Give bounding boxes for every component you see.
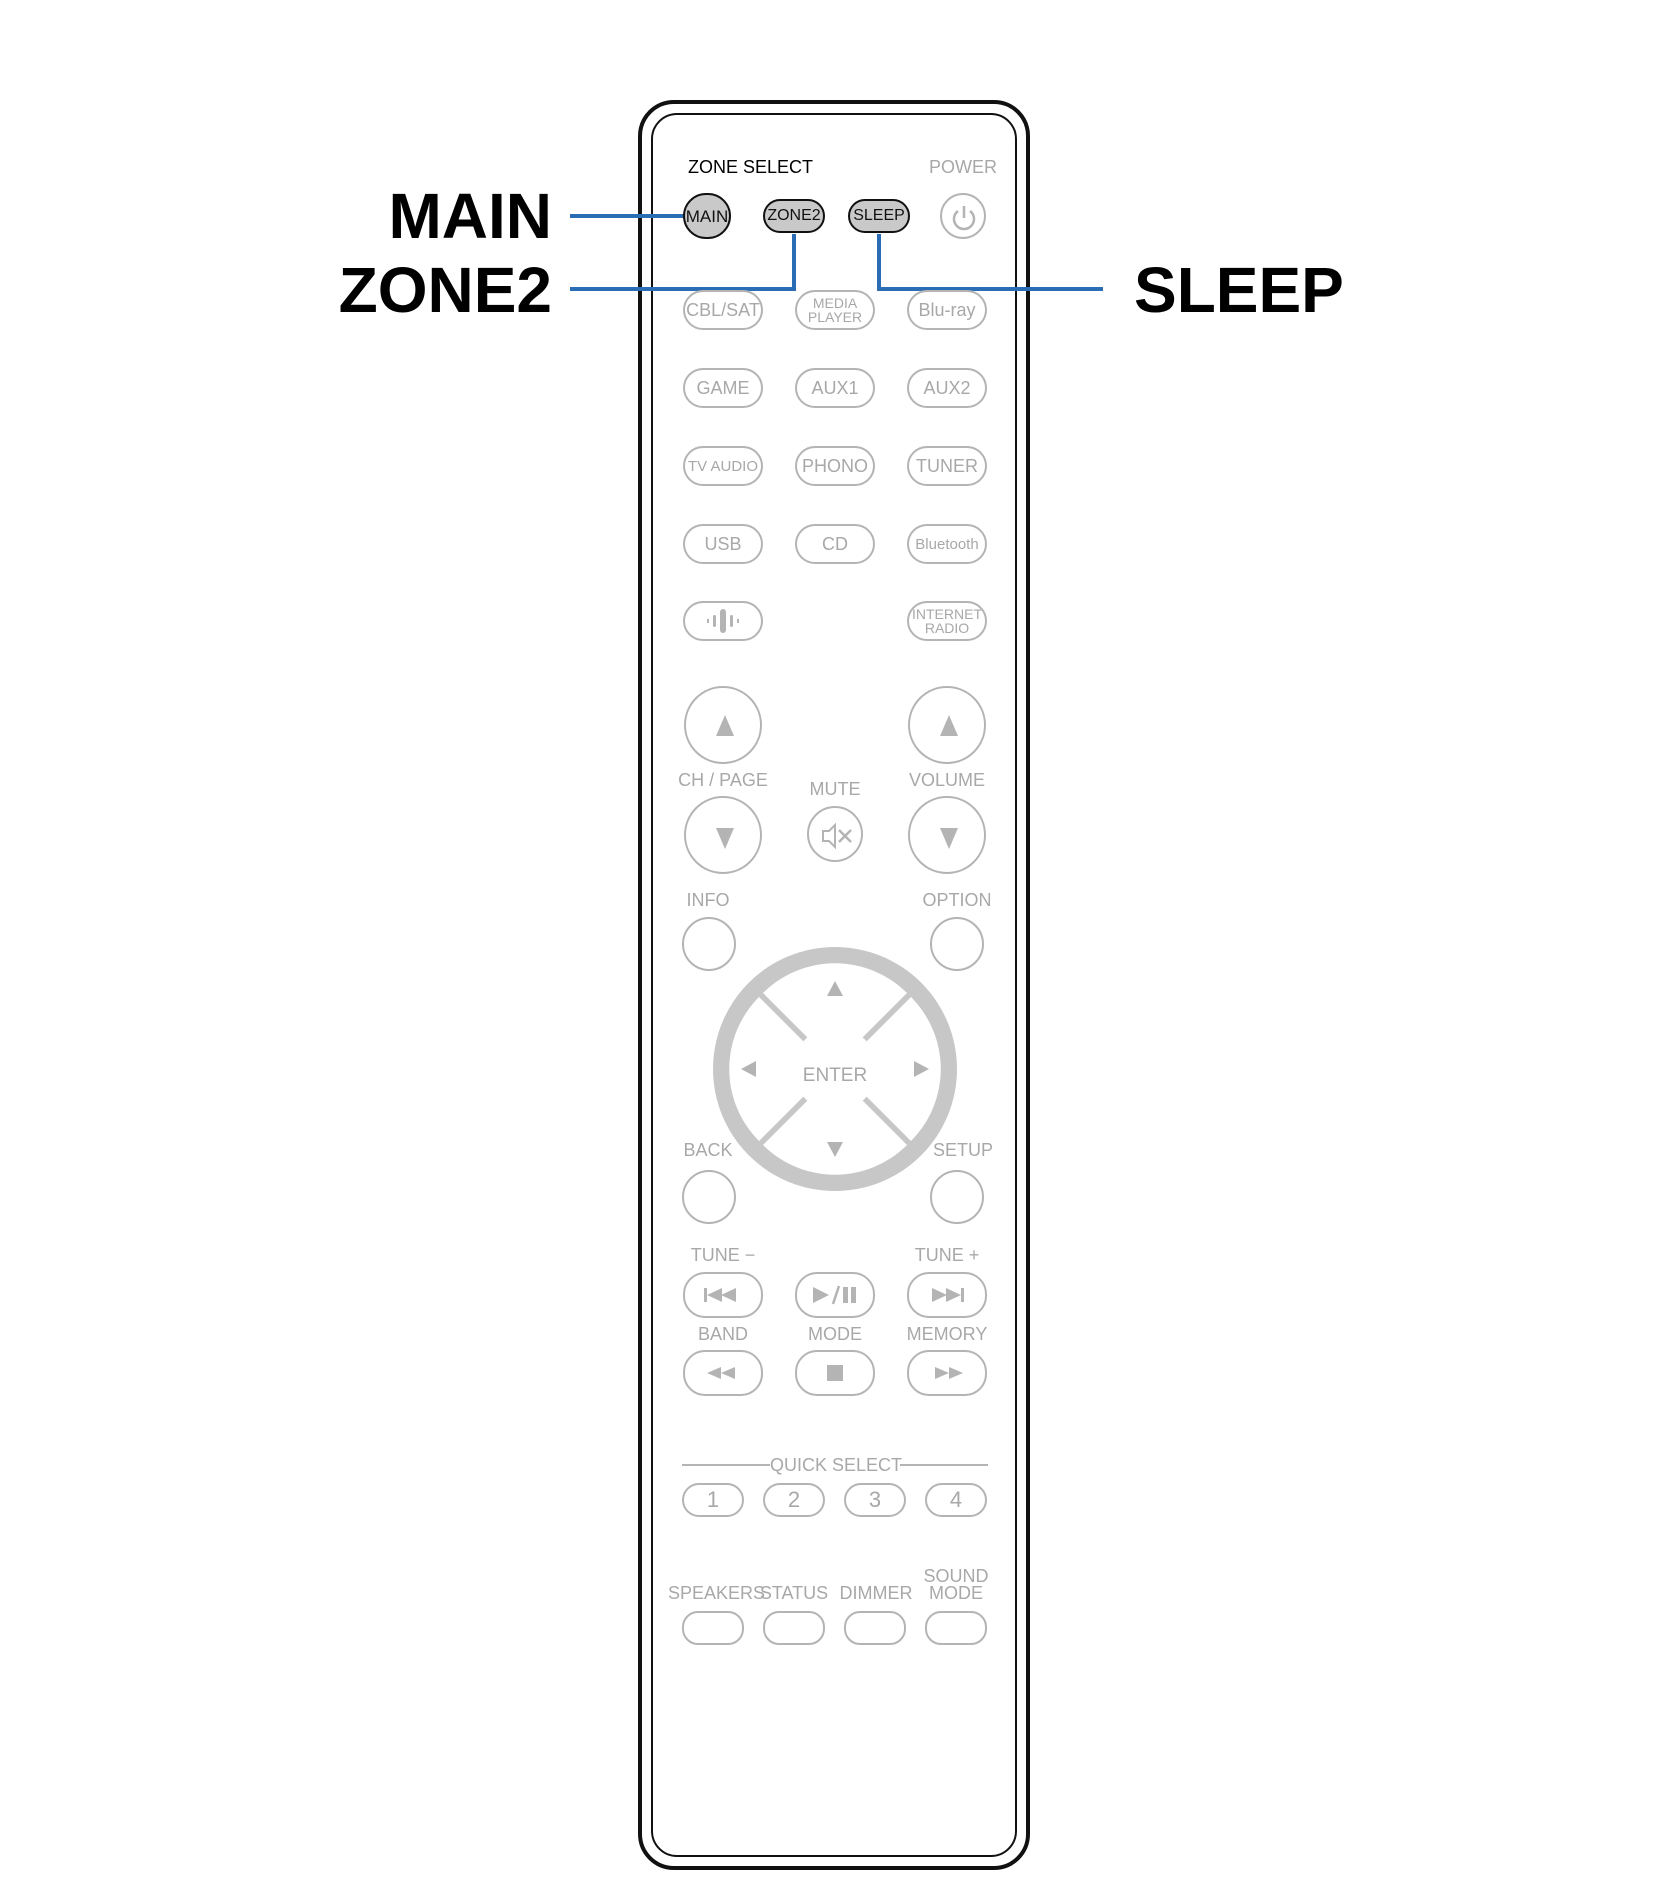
band-label: BAND (697, 1324, 748, 1344)
up-arrow-icon (940, 715, 958, 736)
cbl-sat-button[interactable]: CBL/SAT (683, 290, 763, 330)
enter-button[interactable]: ENTER (802, 1065, 868, 1086)
tune-plus-label: TUNE + (914, 1245, 980, 1265)
skip-forward-icon (932, 1288, 964, 1302)
down-arrow-icon (716, 828, 734, 849)
callout-zone2: ZONE2 (338, 254, 552, 326)
callout-line-zone2-v (792, 234, 796, 291)
status-button[interactable] (763, 1611, 825, 1645)
cd-button[interactable]: CD (795, 524, 875, 564)
usb-button[interactable]: USB (683, 524, 763, 564)
bluray-button[interactable]: Blu-ray (907, 290, 987, 330)
left-arrow-icon (741, 1061, 756, 1077)
heos-icon (707, 609, 739, 633)
power-button[interactable] (940, 193, 986, 239)
down-arrow-icon (940, 828, 958, 849)
setup-button[interactable] (930, 1170, 984, 1224)
main-button[interactable]: MAIN (683, 193, 731, 239)
dpad (713, 947, 957, 1191)
quick-select-label: QUICK SELECT (770, 1455, 903, 1475)
quick-select-rule-left (682, 1464, 770, 1466)
callout-line-sleep-h (877, 287, 1103, 291)
aux1-button[interactable]: AUX1 (795, 368, 875, 408)
quick-select-3-button[interactable]: 3 (844, 1483, 906, 1517)
quick-select-rule-right (900, 1464, 988, 1466)
play-pause-button[interactable] (795, 1272, 875, 1318)
rewind-icon (707, 1367, 735, 1379)
sound-mode-button[interactable] (925, 1611, 987, 1645)
status-label: STATUS (759, 1583, 829, 1603)
up-arrow-icon (827, 981, 843, 996)
tuner-button[interactable]: TUNER (907, 446, 987, 486)
fast-forward-icon (935, 1367, 963, 1379)
stop-button[interactable] (795, 1350, 875, 1396)
back-button[interactable] (682, 1170, 736, 1224)
mute-icon (822, 822, 852, 850)
sleep-button[interactable]: SLEEP (848, 199, 910, 233)
fast-forward-button[interactable] (907, 1350, 987, 1396)
dimmer-label: DIMMER (839, 1583, 913, 1603)
option-button[interactable] (930, 917, 984, 971)
callout-sleep: SLEEP (1134, 254, 1344, 326)
zone-select-label: ZONE SELECT (688, 157, 814, 177)
volume-label: VOLUME (908, 770, 986, 790)
sound-mode-label-line1: SOUND (923, 1566, 989, 1586)
play-pause-icon (813, 1285, 856, 1305)
remote-inner-border (651, 113, 1017, 1857)
zone2-button[interactable]: ZONE2 (763, 199, 825, 233)
power-icon (952, 206, 976, 231)
up-arrow-icon (716, 715, 734, 736)
speakers-label: SPEAKERS (668, 1583, 766, 1603)
tv-audio-button[interactable]: TV AUDIO (683, 446, 763, 486)
heos-button[interactable] (683, 601, 763, 641)
power-label: POWER (928, 157, 997, 177)
dimmer-button[interactable] (844, 1611, 906, 1645)
mute-label: MUTE (809, 779, 861, 799)
internet-radio-line1: INTERNET (912, 606, 982, 622)
callout-line-sleep-v (877, 234, 881, 291)
volume-up-button[interactable] (908, 686, 986, 764)
internet-radio-line2: RADIO (924, 620, 970, 636)
callout-line-main (570, 214, 690, 218)
ch-page-up-button[interactable] (684, 686, 762, 764)
media-player-line1: MEDIA (812, 295, 858, 311)
media-player-line2: PLAYER (807, 309, 863, 325)
speakers-button[interactable] (682, 1611, 744, 1645)
mute-button[interactable] (807, 806, 863, 862)
ch-page-label: CH / PAGE (678, 770, 768, 790)
media-player-button[interactable]: MEDIA PLAYER (795, 290, 875, 330)
tune-minus-label: TUNE − (690, 1245, 756, 1265)
dpad-left-button[interactable] (725, 1027, 775, 1111)
back-label: BACK (683, 1140, 733, 1160)
skip-back-button[interactable] (683, 1272, 763, 1318)
memory-label: MEMORY (906, 1324, 988, 1344)
aux2-button[interactable]: AUX2 (907, 368, 987, 408)
game-button[interactable]: GAME (683, 368, 763, 408)
dpad-down-button[interactable] (793, 1123, 877, 1173)
phono-button[interactable]: PHONO (795, 446, 875, 486)
skip-back-icon (704, 1288, 736, 1302)
skip-forward-button[interactable] (907, 1272, 987, 1318)
setup-label: SETUP (932, 1140, 993, 1160)
dpad-right-button[interactable] (895, 1027, 945, 1111)
quick-select-4-button[interactable]: 4 (925, 1483, 987, 1517)
bluetooth-button[interactable]: Bluetooth (907, 524, 987, 564)
rewind-button[interactable] (683, 1350, 763, 1396)
mode-label: MODE (808, 1324, 862, 1344)
ch-page-down-button[interactable] (684, 796, 762, 874)
down-arrow-icon (827, 1142, 843, 1157)
option-label: OPTION (922, 890, 992, 910)
internet-radio-button[interactable]: INTERNET RADIO (907, 601, 987, 641)
callout-main: MAIN (388, 180, 552, 252)
volume-down-button[interactable] (908, 796, 986, 874)
right-arrow-icon (914, 1061, 929, 1077)
info-button[interactable] (682, 917, 736, 971)
stop-icon (827, 1365, 843, 1381)
callout-line-zone2-h (570, 287, 796, 291)
sound-mode-label-line2: MODE (929, 1583, 983, 1603)
quick-select-2-button[interactable]: 2 (763, 1483, 825, 1517)
info-label: INFO (686, 890, 730, 910)
dpad-up-button[interactable] (793, 965, 877, 1015)
quick-select-1-button[interactable]: 1 (682, 1483, 744, 1517)
